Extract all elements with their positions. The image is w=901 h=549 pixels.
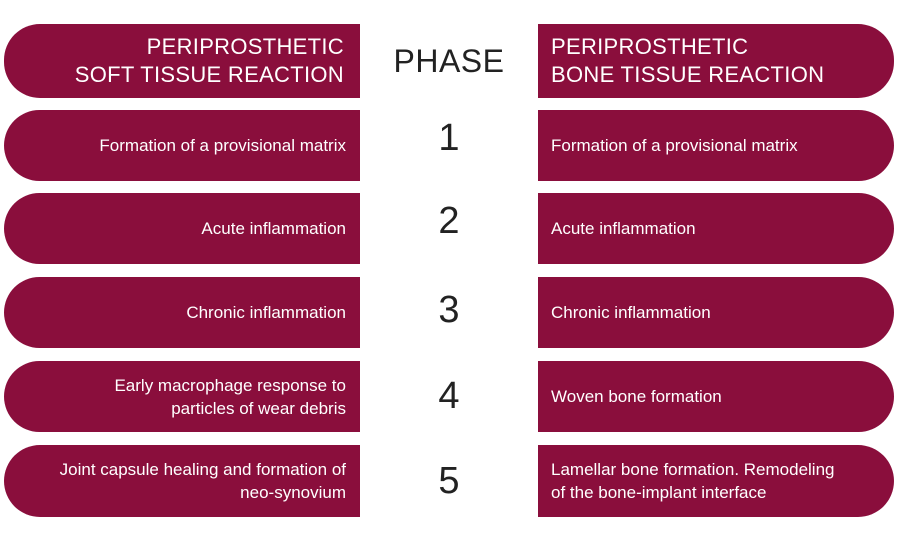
bone-tissue-phase-3: Chronic inflammation	[538, 277, 894, 348]
soft-tissue-phase-4-label: Early macrophage response to particles o…	[114, 375, 346, 418]
soft-tissue-phase-3: Chronic inflammation	[4, 277, 360, 348]
bone-tissue-header: PERIPROSTHETIC BONE TISSUE REACTION	[538, 24, 894, 98]
soft-tissue-phase-1-label: Formation of a provisional matrix	[99, 136, 346, 155]
bone-tissue-phase-1: Formation of a provisional matrix	[538, 110, 894, 181]
bone-tissue-phase-2-label: Acute inflammation	[551, 219, 696, 238]
phase-number-4: 4	[438, 375, 460, 417]
soft-tissue-phase-1: Formation of a provisional matrix	[4, 110, 360, 181]
soft-tissue-phase-2: Acute inflammation	[4, 193, 360, 264]
bone-tissue-phase-5: Lamellar bone formation. Remodeling of t…	[538, 445, 894, 517]
phase-number-2: 2	[438, 199, 460, 242]
phase-number-5: 5	[438, 459, 460, 502]
soft-tissue-phase-3-label: Chronic inflammation	[186, 303, 346, 322]
soft-tissue-header-label: PERIPROSTHETIC SOFT TISSUE REACTION	[74, 34, 344, 87]
bone-tissue-phase-5-label: Lamellar bone formation. Remodeling of t…	[551, 460, 835, 502]
bone-tissue-phase-4-label: Woven bone formation	[551, 387, 722, 406]
bone-tissue-header-label: PERIPROSTHETIC BONE TISSUE REACTION	[551, 34, 825, 87]
soft-tissue-header: PERIPROSTHETIC SOFT TISSUE REACTION	[4, 24, 360, 98]
bone-tissue-phase-4: Woven bone formation	[538, 361, 894, 432]
bone-tissue-phase-2: Acute inflammation	[538, 193, 894, 264]
phase-number-1: 1	[438, 116, 460, 159]
bone-tissue-phase-3-label: Chronic inflammation	[551, 303, 711, 322]
phase-header: PHASE	[393, 42, 505, 79]
bone-tissue-phase-1-label: Formation of a provisional matrix	[551, 136, 798, 155]
phase-number-3: 3	[438, 288, 460, 331]
soft-tissue-phase-5: Joint capsule healing and formation of n…	[4, 445, 360, 517]
soft-tissue-phase-2-label: Acute inflammation	[201, 219, 346, 238]
soft-tissue-phase-5-label: Joint capsule healing and formation of n…	[59, 460, 346, 502]
soft-tissue-phase-4: Early macrophage response to particles o…	[4, 361, 360, 432]
